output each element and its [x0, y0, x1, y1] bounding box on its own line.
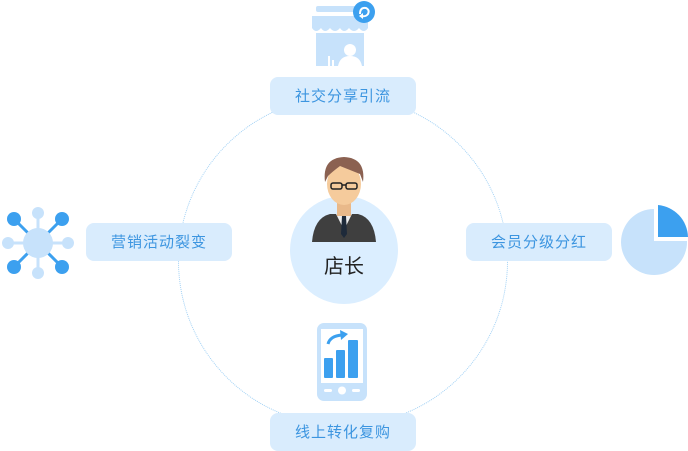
center-label: 店长: [324, 254, 364, 278]
manager-avatar-icon: [312, 157, 376, 242]
storefront-share-icon: [312, 1, 375, 66]
node-member-dividend[interactable]: 会员分级分红: [466, 223, 612, 261]
network-fission-icon: [2, 207, 74, 279]
node-social-share[interactable]: 社交分享引流: [270, 77, 416, 115]
mobile-growth-chart-icon: [317, 323, 367, 401]
node-marketing-fission[interactable]: 营销活动裂变: [86, 223, 232, 261]
pie-chart-icon: [621, 205, 688, 275]
node-online-conversion[interactable]: 线上转化复购: [270, 413, 416, 451]
